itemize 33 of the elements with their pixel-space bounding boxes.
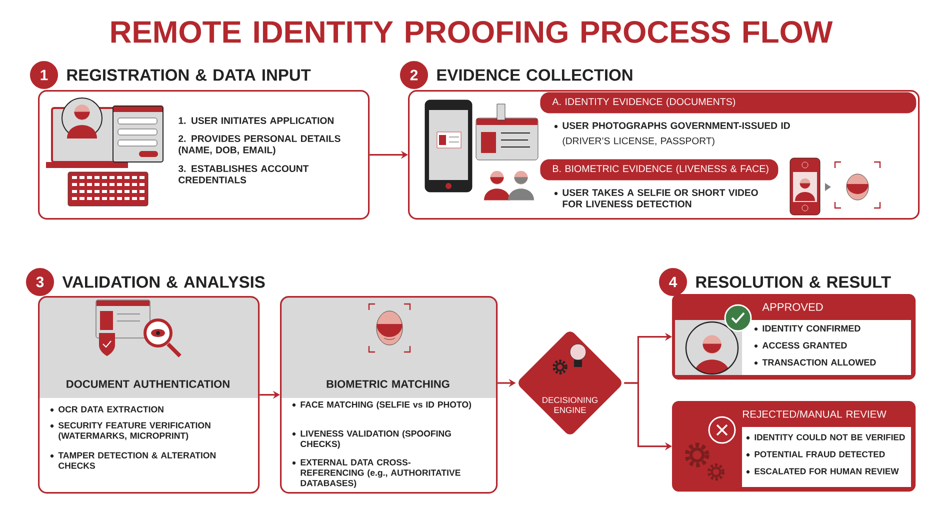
step-badge: 3 [26,268,54,296]
card-heading: BIOMETRIC MATCHING [326,380,450,388]
step-badge: 1 [30,61,58,89]
bullet-item: SECURITY FEATURE VERIFICATION (WATERMARKS, MICROPRINT) [50,422,210,441]
bullet-item: OCR DATA EXTRACTION [50,406,164,412]
bullet-item: EXTERNAL DATA CROSS-REFERENCING (e.g., AUTHORITATIVE DATABASES) [292,459,460,488]
section-heading: EVIDENCE COLLECTION [437,69,632,81]
card-heading: REJECTED/MANUAL REVIEW [743,410,886,418]
step-badge: 2 [400,61,428,89]
bullet-item: ACCESS GRANTED [754,342,847,349]
bullet-item: POTENTIAL FRAUD DETECTED [746,451,885,458]
title: REMOTE IDENTITY PROOFING PROCESS FLOW [111,21,833,43]
section-heading: REGISTRATION & DATA INPUT [67,69,311,81]
card-heading: DOCUMENT AUTHENTICATION [66,380,230,388]
bullet-item: LIVENESS VALIDATION (SPOOFING CHECKS) [292,430,451,449]
bullet-item: TRANSACTION ALLOWED [754,359,876,366]
bullet-item: USER PHOTOGRAPHS GOVERNMENT-ISSUED ID [554,122,790,129]
section-band: A. IDENTITY EVIDENCE (DOCUMENTS) [540,92,916,114]
bullet-item: ESCALATED FOR HUMAN REVIEW [746,468,899,474]
bullet-item: TAMPER DETECTION & ALTERATION CHECKS [50,452,216,469]
node-label: A. IDENTITY EVIDENCE (DOCUMENTS) [552,98,736,108]
bullet-item: IDENTITY COULD NOT BE VERIFIED [746,434,905,440]
bullet-item: IDENTITY CONFIRMED [754,325,860,332]
note-text: (DRIVER’S LICENSE, PASSPORT) [562,137,714,146]
list-item: 2. PROVIDES PERSONAL DETAILS (NAME, DOB, EMAIL) [178,135,340,156]
step-badge: 4 [659,268,687,296]
list-item: 1. USER INITIATES APPLICATION [178,117,334,124]
bullet-item: USER TAKES A SELFIE OR SHORT VIDEO FOR LIVENESS DETECTION [554,189,758,208]
list-item: 3. ESTABLISHES ACCOUNT CREDENTIALS [178,165,309,184]
section-heading: VALIDATION & ANALYSIS [62,276,265,288]
card-heading: APPROVED [762,303,823,311]
bullet-item: FACE MATCHING (SELFIE vs ID PHOTO) [292,401,472,410]
section-band: B. BIOMETRIC EVIDENCE (LIVENESS & FACE) [540,159,778,180]
